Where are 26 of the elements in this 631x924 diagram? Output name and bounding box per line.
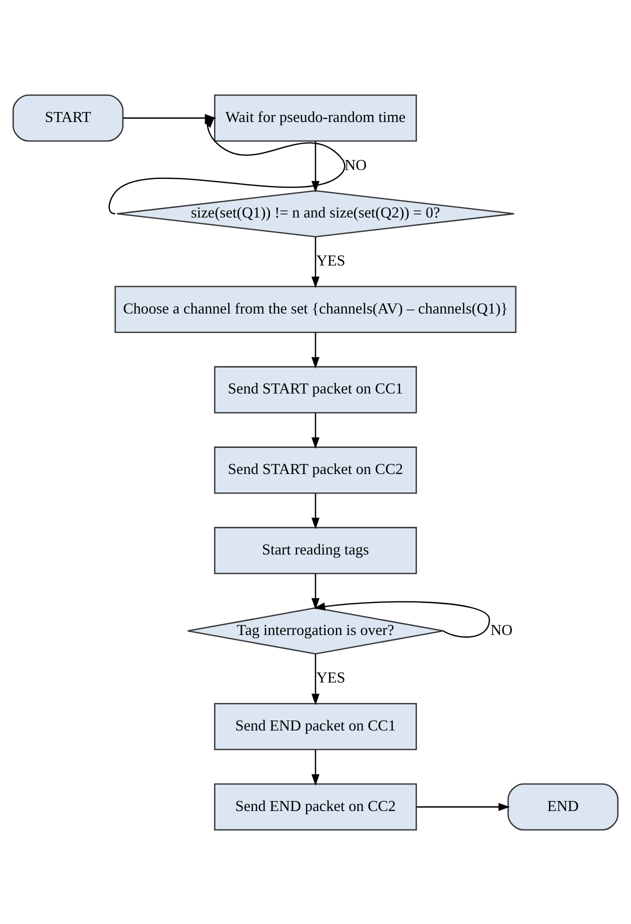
node-diamond: size(set(Q1)) != n and size(set(Q2)) = 0? bbox=[116, 190, 515, 237]
arrow bbox=[311, 412, 320, 448]
arrow bbox=[311, 749, 320, 786]
arrow bbox=[314, 600, 490, 638]
node-diamond: Tag interrogation is over? bbox=[187, 606, 444, 654]
edge-label: YES bbox=[316, 252, 346, 270]
node-box: Send START packet on CC1 bbox=[214, 366, 417, 413]
arrow bbox=[311, 654, 320, 705]
arrow bbox=[311, 236, 320, 288]
node-box: END bbox=[508, 782, 618, 830]
node-box: Choose a channel from the set {channels(AV) – channels(Q1)} bbox=[114, 285, 516, 333]
arrow bbox=[311, 332, 320, 368]
arrow bbox=[311, 493, 320, 529]
node-box: Start reading tags bbox=[214, 526, 417, 574]
arrow bbox=[108, 116, 346, 214]
node-box: Send END packet on CC1 bbox=[214, 702, 417, 750]
node-box: Send START packet on CC2 bbox=[214, 446, 417, 494]
arrow bbox=[311, 573, 320, 610]
node-box: Wait for pseudo-random time bbox=[214, 94, 417, 142]
edge-label: NO bbox=[344, 156, 367, 174]
edge-label: NO bbox=[490, 621, 513, 638]
node-box: Send END packet on CC2 bbox=[214, 782, 417, 830]
arrow bbox=[311, 140, 320, 192]
arrow bbox=[416, 802, 510, 810]
node-box: START bbox=[12, 94, 124, 142]
edge-label: YES bbox=[316, 669, 346, 686]
